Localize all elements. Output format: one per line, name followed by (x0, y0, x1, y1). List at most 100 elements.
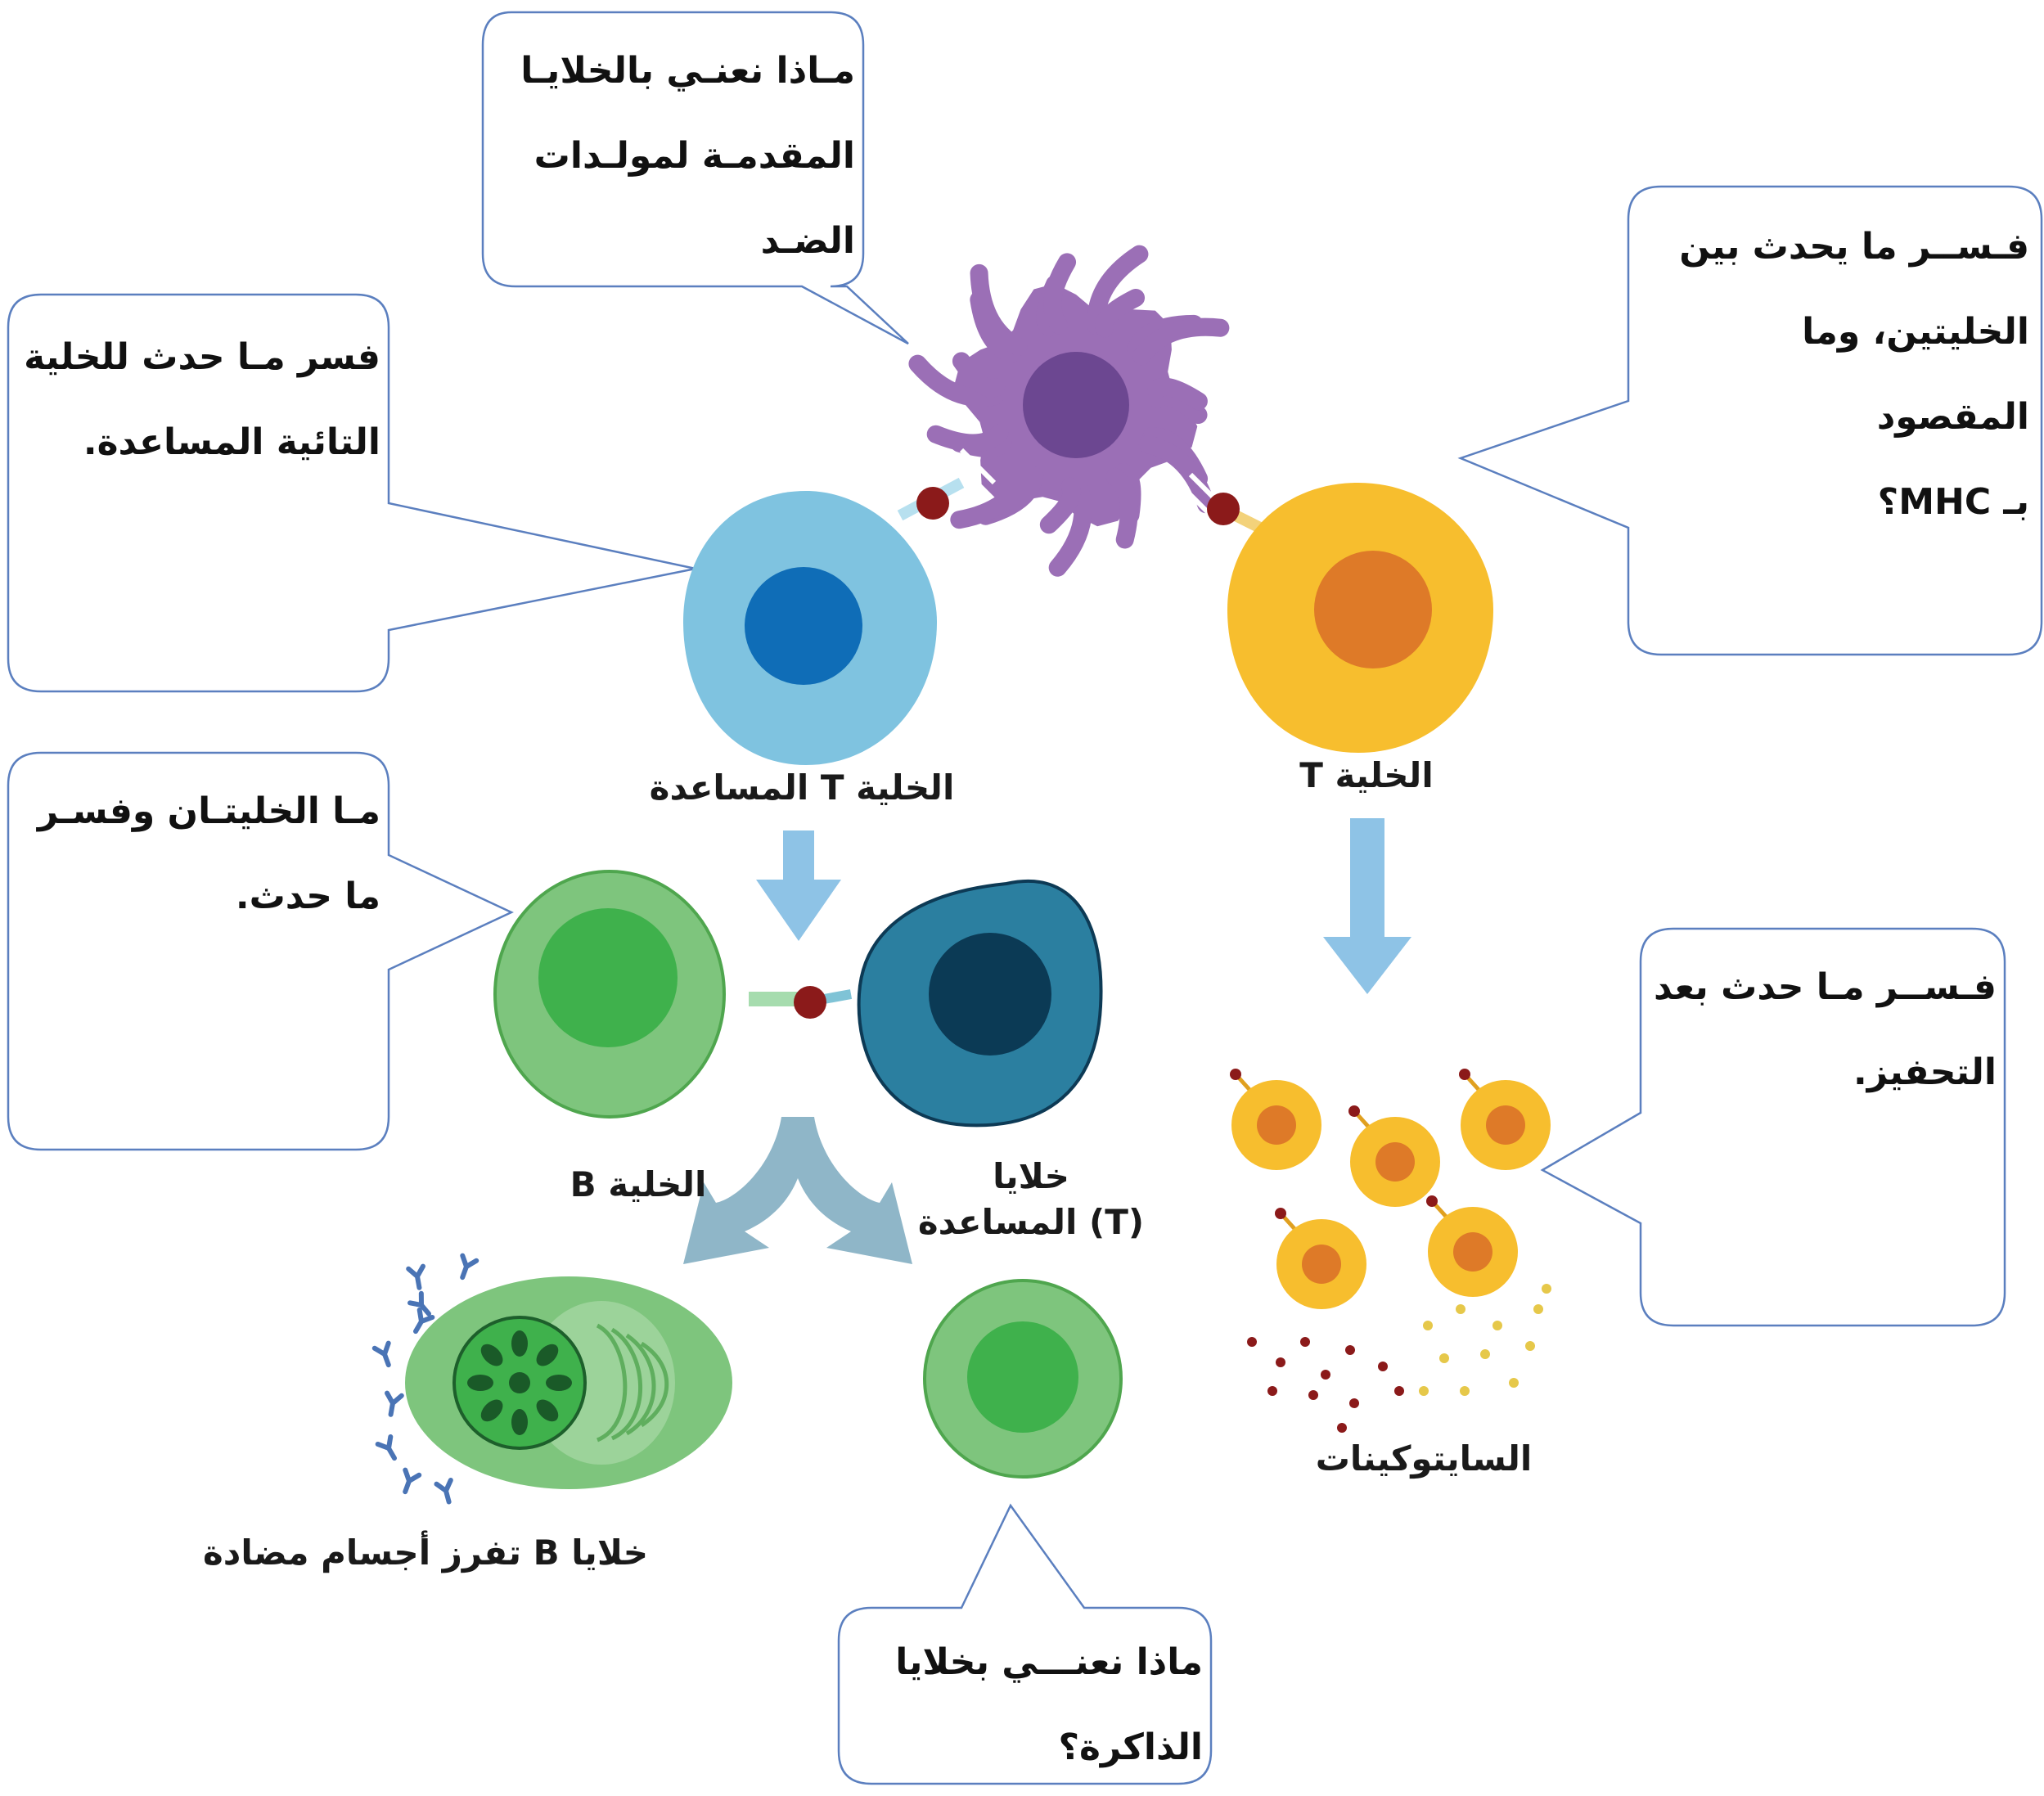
cytokine-particle (1276, 1357, 1285, 1367)
dendrite-arm (908, 354, 1004, 407)
dendrite-arm (952, 352, 1006, 398)
bubble-helper-line: التائية المساعدة. (83, 421, 380, 463)
cytokine-cells (1230, 1069, 1551, 1309)
cytokine-particle (1439, 1353, 1449, 1363)
arrow-down-right (1323, 818, 1411, 994)
cytokine-particle (1419, 1386, 1429, 1396)
dendrite-arm (970, 263, 1028, 357)
dendrite-arm (1138, 435, 1216, 514)
bubble-memory-line: الذاكرة؟ (1058, 1726, 1203, 1768)
cytokine-particle (1300, 1337, 1310, 1347)
label-helper-t-cells-line: (T) المساعدة (917, 1202, 1145, 1242)
b-cell-nucleus (538, 908, 678, 1047)
bubble-memory-line: ماذا نعنـــي بخلايا (895, 1641, 1203, 1683)
cytokine-cell (1426, 1195, 1518, 1297)
label-plasma: خلايا B تفرز أجسام مضادة (203, 1533, 648, 1573)
antibody-icon (434, 1478, 453, 1505)
bubble-mhc-outline (1457, 185, 2043, 656)
dendritic-nucleus (1023, 352, 1129, 458)
bubble-apc-line: الضـد (760, 220, 855, 262)
bubble-helper-line: فسر مـا حدث للخلية (24, 336, 380, 378)
cytokine-particle (1542, 1284, 1551, 1294)
antibodies (371, 1253, 479, 1505)
cytokine-particle (1267, 1386, 1277, 1396)
cytokine-particle (1394, 1386, 1404, 1396)
cytokine-cell (1348, 1105, 1440, 1207)
cytokine-particle (1247, 1337, 1257, 1347)
bubble-apc-outline (481, 11, 909, 345)
chromatin-blob (509, 1372, 530, 1393)
t-cell (1227, 483, 1493, 753)
cytokine-particle (1349, 1398, 1359, 1408)
antibody-icon (385, 1390, 404, 1417)
antibody-icon (371, 1340, 391, 1368)
cytokine-particle (1456, 1304, 1465, 1314)
activated-helper-t-cell (857, 879, 1103, 1128)
bt-receptor (742, 986, 853, 1019)
bubble-memory-text: ماذا نعنـــي بخلايا الذاكرة؟ (851, 1620, 1203, 1790)
cytokine-cell (1230, 1069, 1321, 1170)
bubble-helper-outline (7, 293, 696, 693)
dendrite-arm (950, 461, 1036, 529)
mhc-complex-left (897, 448, 997, 521)
chromatin-blob (546, 1375, 572, 1391)
cytokine-particle (1460, 1386, 1470, 1396)
chromatin-blob (511, 1409, 528, 1435)
cytokine-particle (1345, 1345, 1355, 1355)
cytokine-particle (1423, 1321, 1433, 1330)
cytokine-particle (1509, 1378, 1519, 1388)
bubble-memory-outline (837, 1503, 1213, 1785)
label-helper-t: الخلية T المساعدة (649, 767, 955, 808)
helper-t-nucleus (745, 567, 862, 685)
antigen-right (1207, 493, 1240, 525)
cytokine-particle (1378, 1362, 1388, 1371)
plasma-b-cell (371, 1253, 732, 1505)
cytokine-cell (1459, 1069, 1551, 1170)
t-cell-nucleus (1314, 551, 1432, 668)
dendrite-arm (1043, 253, 1077, 335)
dendrite-arm (1105, 467, 1138, 549)
dendrite-arm (1147, 377, 1208, 411)
dendrite-arm (1039, 477, 1081, 534)
bubble-apc-line: المقدمـة لمولـدات (534, 135, 855, 177)
activated-t-nucleus (929, 933, 1051, 1056)
bubble-mhc-text: فـســر ما يحدث بين الخليتين، وما المقصود… (1641, 205, 2029, 545)
memory-t-cell (923, 1279, 1123, 1479)
bubble-two-cells-line: ما حدث. (235, 875, 380, 917)
dendrite-arm (1095, 288, 1146, 338)
cytokine-particle (1533, 1304, 1543, 1314)
bubble-apc-text: مـاذا نعنـي بالخلايـا المقدمـة لمولـدات … (495, 29, 855, 284)
cytokine-particle (1525, 1341, 1535, 1351)
bubble-stimulation-line: التحفيز. (1853, 1051, 1997, 1093)
antigen-center (794, 986, 826, 1019)
memory-cell-nucleus (967, 1321, 1078, 1433)
helper-t-cell (683, 491, 937, 765)
label-t-cell: الخلية T (1299, 755, 1434, 795)
dendrite-arm (1087, 245, 1149, 335)
chromatin-blob (480, 1399, 503, 1422)
bubble-mhc-line: فـســر ما يحدث بين (1679, 226, 2029, 268)
chromatin-blob (536, 1399, 559, 1422)
antibody-icon (407, 1290, 431, 1317)
chromatin-blob (511, 1330, 528, 1357)
antigen-left (916, 487, 949, 520)
bubble-two-cells-line: مـا الخليتـان وفسـر (37, 790, 380, 832)
bubble-mhc-line: بـ MHC؟ (1877, 481, 2029, 523)
bubble-two-cells-outline (7, 751, 514, 1151)
bubble-stimulation-text: فـســر مـا حدث بعد التحفيز. (1653, 945, 1997, 1115)
cytokine-particle (1480, 1349, 1490, 1359)
b-cell (493, 870, 726, 1119)
chromatin-blob (480, 1344, 503, 1366)
cytokine-cell (1275, 1208, 1366, 1309)
split-arrow (683, 1117, 912, 1264)
cytokine-particles (1247, 1284, 1551, 1433)
bubble-stimulation-outline (1540, 927, 2006, 1327)
bubble-two-cells-text: مـا الخليتـان وفسـر ما حدث. (20, 769, 380, 939)
bubble-helper-text: فسر مـا حدث للخلية التائية المساعدة. (20, 315, 380, 485)
cytokine-particle (1321, 1370, 1330, 1380)
cytokine-particle (1492, 1321, 1502, 1330)
golgi (596, 1323, 669, 1443)
arrow-down-left (756, 830, 841, 941)
